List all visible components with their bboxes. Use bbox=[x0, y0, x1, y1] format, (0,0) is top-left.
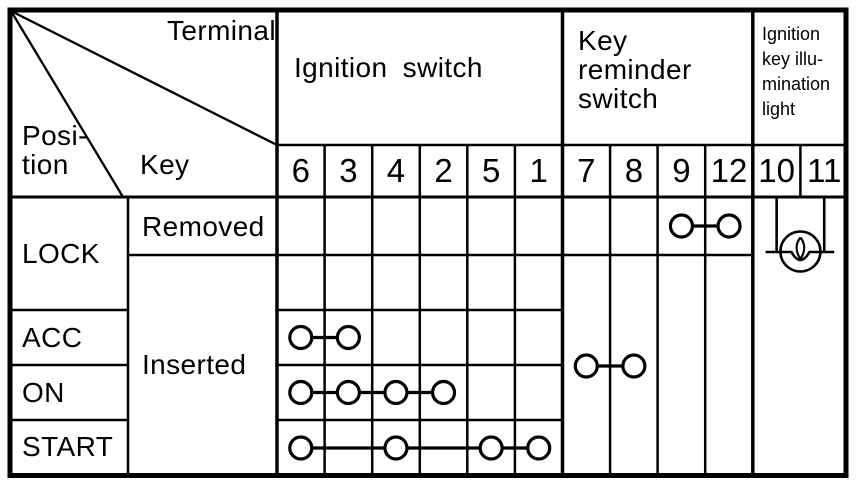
group-header-key-reminder-switch: Key reminder switch bbox=[578, 25, 692, 114]
terminal-cell-2: 2 bbox=[434, 152, 453, 189]
terminal-cell-8: 8 bbox=[624, 152, 644, 189]
terminal-contact-circle bbox=[621, 353, 647, 379]
terminal-cell-11: 11 bbox=[807, 152, 842, 189]
position-label-acc: ACC bbox=[22, 322, 83, 353]
connection-on bbox=[288, 379, 457, 406]
group-header-ignition-switch: Ignition switch bbox=[294, 52, 483, 83]
terminal-cell-9: 9 bbox=[672, 152, 691, 189]
terminal-cell-4: 4 bbox=[386, 152, 406, 189]
position-label-lock: LOCK bbox=[22, 238, 100, 269]
terminal-cell-1: 1 bbox=[529, 152, 548, 189]
terminal-contact-circle bbox=[526, 435, 552, 461]
connection-start bbox=[288, 435, 552, 461]
connection-removed bbox=[668, 213, 742, 239]
corner-key-label: Key bbox=[140, 149, 190, 180]
key-state-label-removed: Removed bbox=[142, 210, 265, 242]
terminal-contact-circle bbox=[335, 379, 361, 406]
terminal-contact-circle bbox=[383, 379, 409, 406]
terminal-contact-circle bbox=[430, 379, 457, 406]
terminal-contact-circle bbox=[288, 435, 314, 461]
corner-position-label: Posi- tion bbox=[22, 120, 88, 180]
terminal-cell-5: 5 bbox=[481, 152, 501, 189]
corner-terminal-label: Terminal bbox=[166, 15, 276, 46]
terminal-contact-circle bbox=[573, 353, 599, 379]
terminal-contact-circle bbox=[288, 324, 314, 351]
terminal-contact-circle bbox=[335, 324, 361, 351]
terminal-contact-circle bbox=[668, 213, 695, 239]
terminal-cell-6: 6 bbox=[291, 152, 310, 189]
terminal-cell-10: 10 bbox=[758, 152, 795, 189]
position-label-start: START bbox=[22, 431, 114, 462]
connection-acc bbox=[288, 324, 361, 351]
terminal-contact-circle bbox=[383, 435, 409, 461]
terminal-cell-12: 12 bbox=[710, 152, 748, 189]
illumination-lamp-icon bbox=[765, 198, 835, 273]
connection-inserted bbox=[573, 353, 647, 379]
key-state-label-inserted: Inserted bbox=[142, 348, 247, 380]
grid-lines bbox=[7, 7, 849, 478]
terminal-contact-circle bbox=[478, 435, 504, 461]
terminal-cell-3: 3 bbox=[339, 152, 358, 189]
terminal-cell-7: 7 bbox=[577, 152, 596, 189]
group-header-ignition-key-illumination-light: Ignition key illu- mination light bbox=[762, 24, 831, 119]
terminal-contact-circle bbox=[288, 379, 314, 406]
terminal-contact-circle bbox=[716, 213, 742, 239]
position-label-on: ON bbox=[22, 377, 65, 408]
